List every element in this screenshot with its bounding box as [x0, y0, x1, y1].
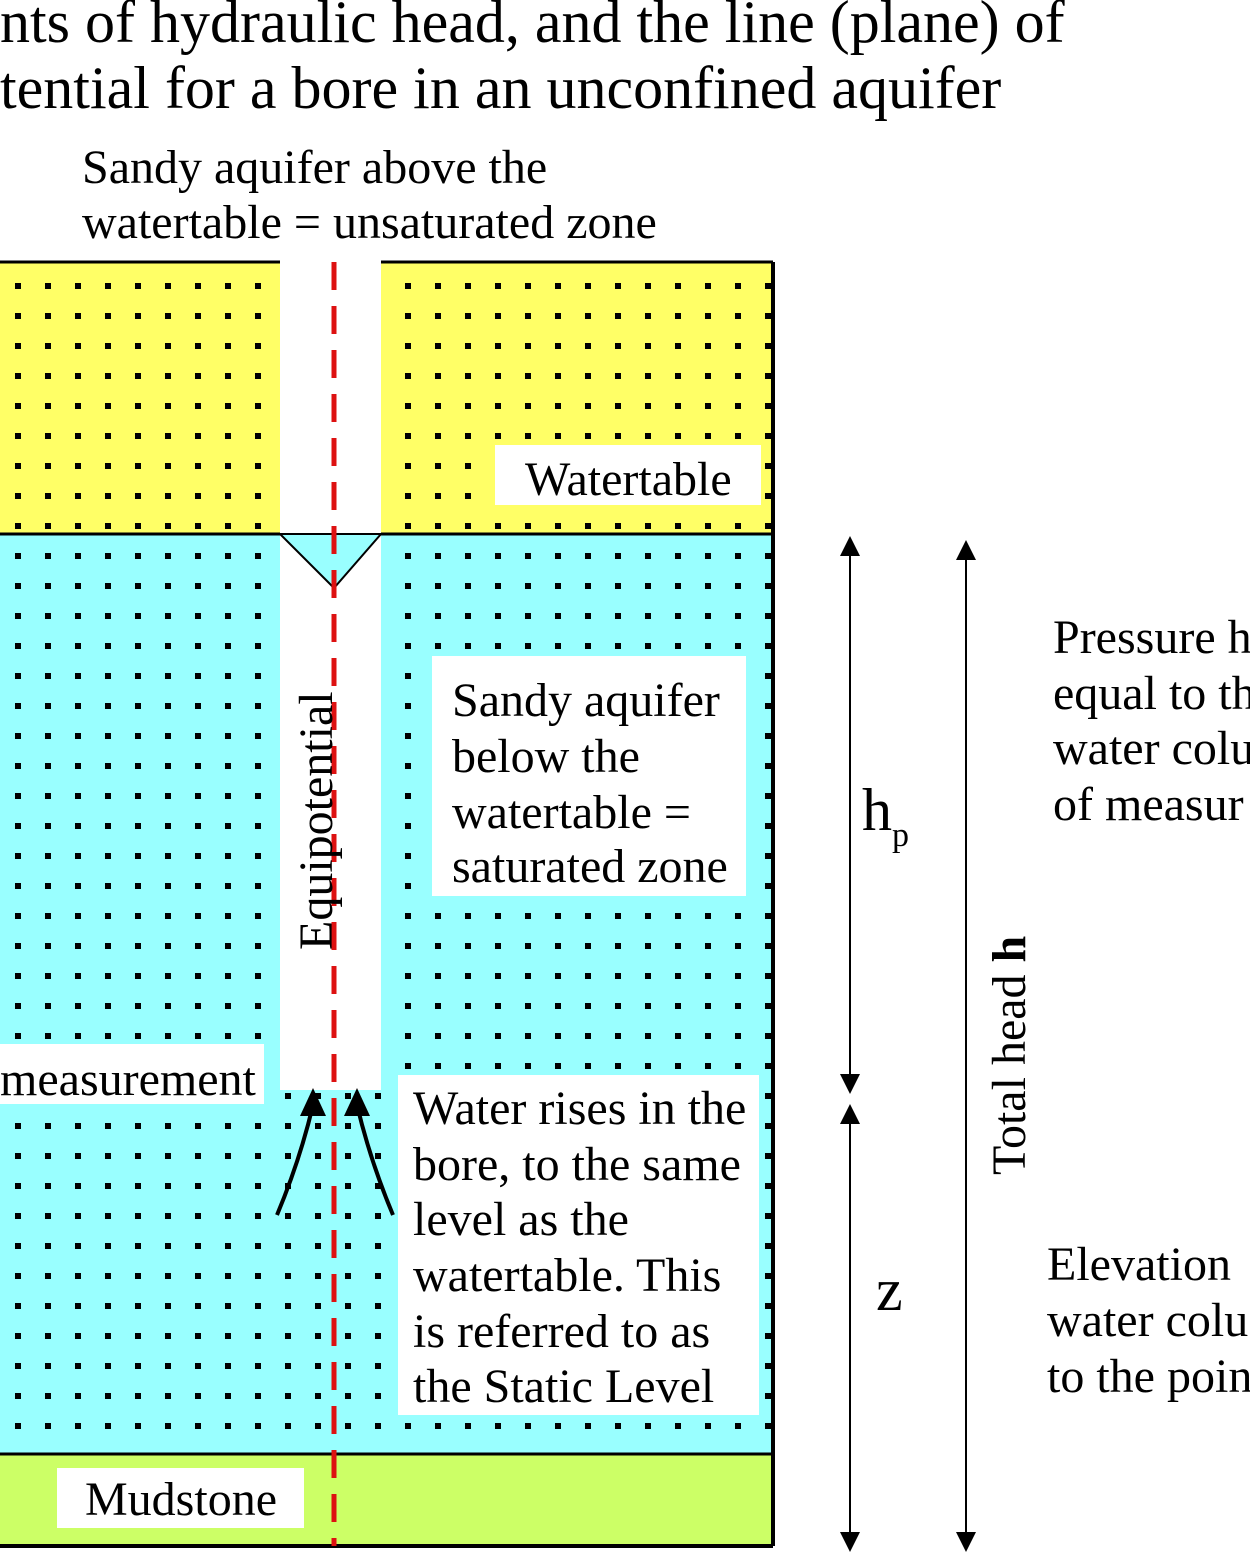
unsaturated-label-line-1: Sandy aquifer above the [82, 141, 547, 194]
pressure-label-line-3: water colu [1053, 722, 1250, 775]
arrow-down-icon [840, 1532, 860, 1552]
bore-column [280, 262, 381, 1090]
saturated-label-line-1: Sandy aquifer [452, 674, 720, 727]
measurement-label: measurement [0, 1053, 257, 1106]
arrow-up-icon [956, 540, 976, 560]
pressure-label-line-4: of measur [1053, 778, 1244, 831]
water-rises-line-4: watertable. This [413, 1249, 721, 1302]
elevation-label-line-2: water colu [1047, 1294, 1248, 1347]
mudstone-label: Mudstone [85, 1473, 277, 1526]
saturated-label-line-2: below the [452, 730, 640, 783]
total-head-label: Total head h [983, 936, 1036, 1175]
watertable-label: Watertable [525, 453, 732, 506]
arrow-down-icon [956, 1532, 976, 1552]
hp-label: hp [862, 777, 909, 854]
water-rises-line-6: the Static Level [413, 1360, 714, 1413]
title-line-1: nts of hydraulic head, and the line (pla… [0, 0, 1065, 55]
pressure-label-line-2: equal to th [1053, 667, 1250, 720]
saturated-label-box [432, 656, 746, 896]
unsaturated-label-line-2: watertable = unsaturated zone [82, 196, 657, 249]
water-rises-line-1: Water rises in the [413, 1082, 746, 1135]
water-rises-line-5: is referred to as [413, 1305, 710, 1358]
arrow-down-icon [840, 1074, 860, 1094]
elevation-label-line-1: Elevation [1047, 1238, 1231, 1291]
saturated-label-line-3: watertable = [452, 786, 691, 839]
arrow-up-icon [300, 1088, 326, 1116]
elevation-label-line-3: to the poin [1047, 1350, 1250, 1403]
curved-arrow-right [355, 1104, 395, 1216]
arrow-up-icon [840, 536, 860, 556]
mudstone-label-box [57, 1468, 304, 1528]
arrow-up-icon [840, 1104, 860, 1124]
equipotential-label: Equipotential [290, 691, 343, 950]
water-rises-line-2: bore, to the same [413, 1138, 741, 1191]
pressure-label-line-1: Pressure h [1053, 611, 1250, 664]
water-level-triangle-icon [277, 533, 384, 590]
saturated-label-line-4: saturated zone [452, 840, 728, 893]
watertable-label-box [495, 445, 761, 505]
title-line-2: tential for a bore in an unconfined aqui… [0, 55, 1001, 121]
z-label: z [876, 1257, 903, 1323]
curved-arrow-left [275, 1104, 315, 1216]
water-rises-label-box [398, 1075, 759, 1415]
arrow-up-icon [344, 1088, 370, 1116]
measurement-label-box [0, 1044, 264, 1104]
water-rises-line-3: level as the [413, 1193, 629, 1246]
